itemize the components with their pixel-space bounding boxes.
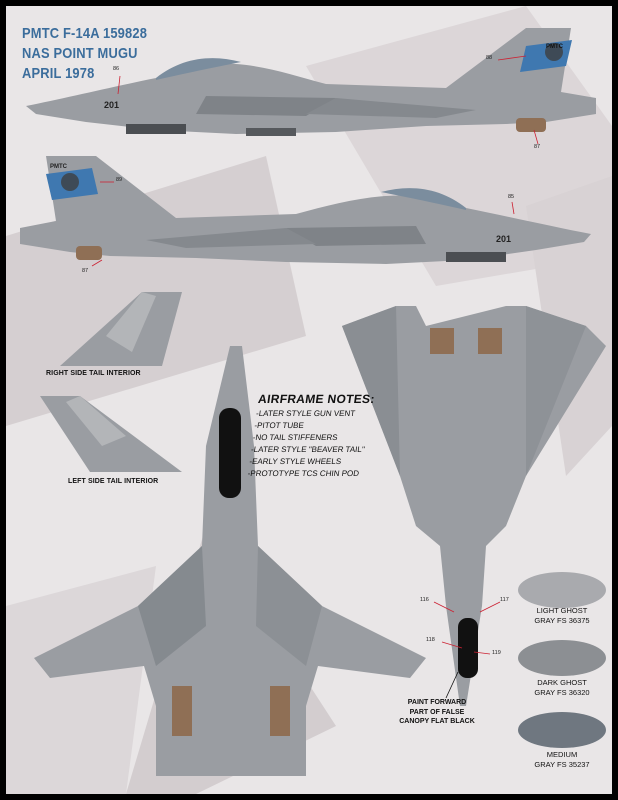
side-view-right: 201 PMTC xyxy=(20,156,591,264)
side-modex-1: 201 xyxy=(104,100,119,110)
caption-right-tail: RIGHT SIDE TAIL INTERIOR xyxy=(46,370,141,377)
callout-118: 118 xyxy=(426,637,435,643)
swatch-fs: GRAY FS 36320 xyxy=(534,688,590,697)
callout-89: 89 xyxy=(116,177,123,183)
sheet-title: PMTC F-14A 159828 NAS POINT MUGU APRIL 1… xyxy=(22,24,147,84)
swatch-fs: GRAY FS 35237 xyxy=(534,760,590,769)
decal-sheet: 201 PMTC 201 PMTC xyxy=(6,6,612,794)
paint-note-line: PART OF FALSE xyxy=(409,708,465,716)
swatch-dark-ghost xyxy=(518,640,606,676)
swatch-label-light-ghost: LIGHT GHOST GRAY FS 36375 xyxy=(517,606,607,626)
swatch-label-medium-gray: MEDIUM GRAY FS 35237 xyxy=(517,750,607,770)
swatch-fs: GRAY FS 36375 xyxy=(534,616,590,625)
swatch-light-ghost xyxy=(518,572,606,608)
notes-title: AIRFRAME NOTES: xyxy=(257,392,376,406)
top-view xyxy=(34,346,426,776)
paint-note-line: PAINT FORWARD xyxy=(407,699,467,706)
callout-117: 117 xyxy=(500,597,509,603)
callout-88: 88 xyxy=(486,55,493,61)
title-line-aircraft: PMTC F-14A 159828 xyxy=(22,25,148,42)
callout-119: 119 xyxy=(492,650,501,656)
title-line-date: APRIL 1978 xyxy=(22,65,95,82)
swatch-name: LIGHT GHOST xyxy=(536,606,588,615)
paint-note: PAINT FORWARD PART OF FALSE CANOPY FLAT … xyxy=(389,698,485,727)
callout-116: 116 xyxy=(420,597,429,603)
callout-85: 85 xyxy=(508,194,515,200)
note-item: -LATER STYLE GUN VENT xyxy=(255,409,356,418)
swatch-medium-gray xyxy=(518,712,606,748)
aircraft-artwork: 201 PMTC 201 PMTC xyxy=(6,6,612,794)
note-item: -PITOT TUBE xyxy=(253,421,305,430)
caption-left-tail: LEFT SIDE TAIL INTERIOR xyxy=(68,478,159,485)
bottom-view xyxy=(342,306,606,706)
note-item: -PROTOTYPE TCS CHIN POD xyxy=(247,469,360,478)
note-item: -LATER STYLE "BEAVER TAIL" xyxy=(250,445,366,454)
note-item: -EARLY STYLE WHEELS xyxy=(248,457,342,466)
swatch-label-dark-ghost: DARK GHOST GRAY FS 36320 xyxy=(517,678,607,698)
side-modex-2: 201 xyxy=(496,234,511,244)
airframe-notes: AIRFRAME NOTES: -LATER STYLE GUN VENT -P… xyxy=(247,392,376,480)
tail-text-2: PMTC xyxy=(50,164,68,170)
callout-87-lower: 87 xyxy=(82,268,89,274)
title-line-base: NAS POINT MUGU xyxy=(22,45,138,62)
paint-note-line: CANOPY FLAT BLACK xyxy=(399,718,475,725)
note-item: -NO TAIL STIFFENERS xyxy=(252,433,339,442)
swatch-name: MEDIUM xyxy=(546,750,578,759)
callout-87: 87 xyxy=(534,144,541,150)
tail-text-1: PMTC xyxy=(546,44,564,50)
side-view-left: 201 PMTC xyxy=(26,28,596,136)
swatch-name: DARK GHOST xyxy=(537,678,587,687)
callout-86: 86 xyxy=(113,66,120,72)
